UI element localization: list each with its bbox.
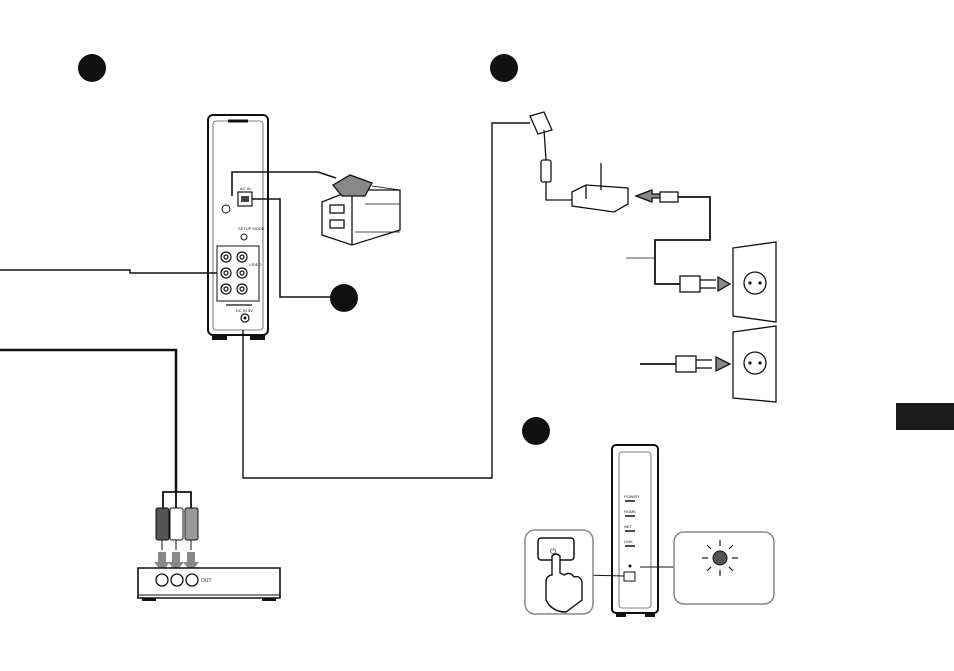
av-cable-to-tv bbox=[0, 270, 217, 273]
step-marker-1 bbox=[78, 54, 106, 82]
device-front-view: POWER HOME NET LINK bbox=[612, 445, 658, 617]
front-power-button bbox=[624, 572, 635, 581]
rca-plugs bbox=[156, 508, 198, 550]
video-port-label: VIDEO bbox=[249, 262, 261, 267]
step-marker-3 bbox=[522, 417, 550, 445]
power-button-inset: ⏻ bbox=[525, 530, 593, 614]
device-rear-panel: AC IN SETUP MODE VIDEO DC IN 5V bbox=[208, 115, 268, 340]
indicator-light-inset bbox=[674, 532, 774, 604]
setup-mode-label: SETUP MODE bbox=[238, 226, 265, 231]
indicator-home-label: HOME bbox=[624, 509, 636, 514]
ac-in-port-label: AC IN bbox=[240, 186, 251, 191]
indicator-power-label: POWER bbox=[624, 494, 639, 499]
indicator-link-label: LINK bbox=[624, 539, 633, 544]
wall-outlet-1 bbox=[733, 242, 776, 322]
av-source-device: OUT bbox=[138, 568, 280, 601]
section-tab bbox=[896, 403, 954, 430]
indicator-net-label: NET bbox=[624, 524, 633, 529]
source-out-label: OUT bbox=[201, 578, 212, 584]
av-source-cable bbox=[0, 350, 176, 492]
step-marker-network bbox=[330, 284, 358, 312]
ac-adapter bbox=[530, 112, 730, 292]
dc-power-cable bbox=[243, 123, 530, 478]
router-inset bbox=[322, 175, 400, 245]
wall-outlet-2 bbox=[733, 326, 776, 402]
dc-in-port-label: DC IN 5V bbox=[236, 308, 253, 313]
step-marker-2 bbox=[490, 54, 518, 82]
indicator-lit-icon bbox=[713, 551, 727, 565]
power-plug-2 bbox=[640, 356, 730, 372]
